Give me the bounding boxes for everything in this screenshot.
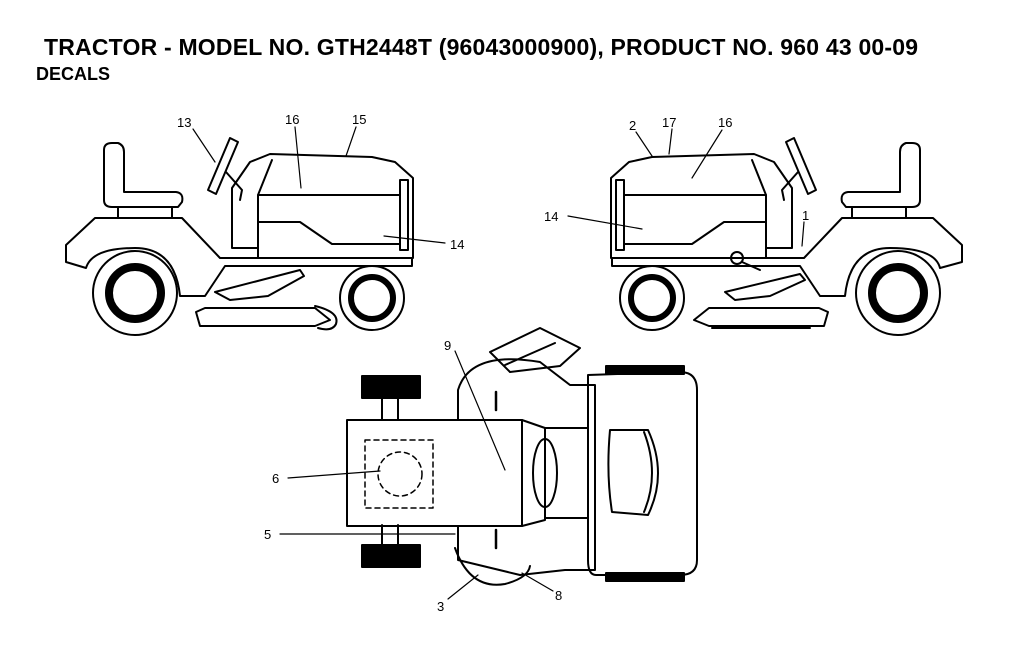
tractor-top-view bbox=[346, 327, 698, 586]
callout-17: 17 bbox=[662, 115, 676, 130]
callout-3: 3 bbox=[437, 599, 444, 614]
callout-15: 15 bbox=[352, 112, 366, 127]
page-subtitle: DECALS bbox=[36, 64, 111, 84]
page-title: TRACTOR - MODEL NO. GTH2448T (9604300090… bbox=[44, 34, 919, 60]
callout-14-right: 14 bbox=[544, 209, 558, 224]
callout-16-right: 16 bbox=[718, 115, 732, 130]
callout-1: 1 bbox=[802, 208, 809, 223]
callout-14-left: 14 bbox=[450, 237, 464, 252]
callout-9: 9 bbox=[444, 338, 451, 353]
callout-2: 2 bbox=[629, 118, 636, 133]
callout-13: 13 bbox=[177, 115, 191, 130]
callout-6: 6 bbox=[272, 471, 279, 486]
callout-5: 5 bbox=[264, 527, 271, 542]
tractor-right-side-view bbox=[610, 137, 963, 336]
callout-16-left: 16 bbox=[285, 112, 299, 127]
leader-lines bbox=[192, 126, 805, 600]
callout-8: 8 bbox=[555, 588, 562, 603]
tractor-left-side-view bbox=[65, 137, 414, 336]
